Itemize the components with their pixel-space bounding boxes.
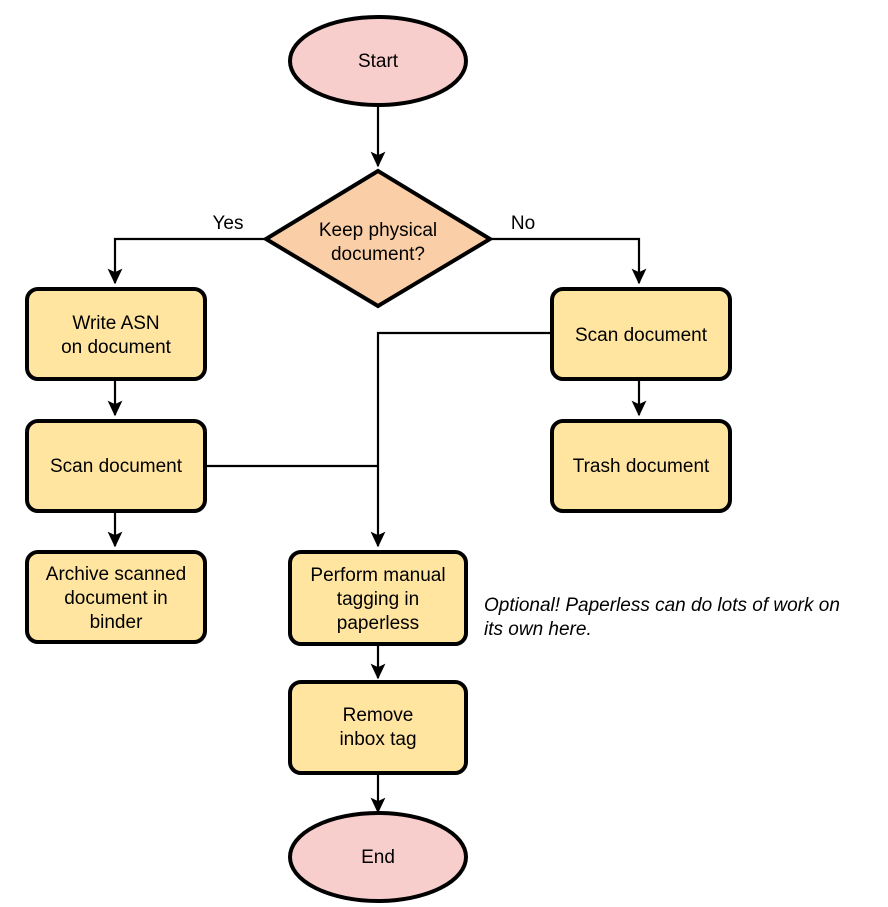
- trash-label: Trash document: [573, 456, 710, 477]
- scan-left-rect-shape: [25, 419, 207, 513]
- node-scan-document-right[interactable]: Scan document: [550, 287, 732, 381]
- archive-label-line3: binder: [90, 612, 143, 633]
- node-end[interactable]: End: [288, 811, 468, 903]
- connector-decision-yes-to-write-asn: [107, 237, 265, 285]
- end-label: End: [361, 847, 395, 868]
- decision-label-line1: Keep physical: [319, 220, 437, 241]
- decision-label-line2: document?: [331, 244, 425, 265]
- optional-note-line2: its own here.: [484, 619, 592, 640]
- scan-right-label: Scan document: [575, 325, 708, 346]
- node-remove-inbox-tag[interactable]: Remove inbox tag: [288, 680, 468, 775]
- write-asn-label-line1: Write ASN: [72, 313, 159, 334]
- tagging-rect-shape: [288, 550, 468, 646]
- node-write-asn-on-document[interactable]: Write ASN on document: [25, 287, 207, 381]
- archive-label-line2: document in: [64, 588, 168, 609]
- node-perform-manual-tagging[interactable]: Perform manual tagging in paperless: [288, 550, 468, 646]
- node-scan-document-left[interactable]: Scan document: [25, 419, 207, 513]
- node-start[interactable]: Start: [288, 15, 468, 107]
- node-decision-keep-physical-document[interactable]: Keep physical document?: [262, 168, 494, 309]
- decision-diamond-shape: [262, 168, 494, 309]
- remove-inbox-label-line2: inbox tag: [339, 729, 416, 750]
- remove-inbox-rect-shape: [288, 680, 468, 775]
- write-asn-label-line2: on document: [61, 337, 172, 358]
- optional-note-line1: Optional! Paperless can do lots of work …: [484, 595, 840, 616]
- annotation-optional-note: Optional! Paperless can do lots of work …: [484, 595, 840, 640]
- write-asn-rect-shape: [25, 287, 207, 381]
- archive-label-line1: Archive scanned: [46, 564, 186, 585]
- tagging-label-line3: paperless: [337, 613, 419, 634]
- edge-label-no: No: [511, 213, 535, 234]
- trash-rect-shape: [550, 419, 732, 513]
- start-ellipse-shape: [288, 15, 468, 107]
- scan-left-label: Scan document: [50, 456, 183, 477]
- connector-decision-no-to-scan-right: [490, 237, 647, 285]
- scan-right-rect-shape: [550, 287, 732, 381]
- connector-scan-right-to-tagging: [370, 331, 553, 548]
- node-trash-document[interactable]: Trash document: [550, 419, 732, 513]
- remove-inbox-label-line1: Remove: [343, 705, 414, 726]
- start-label: Start: [358, 51, 399, 72]
- end-ellipse-shape: [288, 811, 468, 903]
- edge-label-yes: Yes: [213, 213, 244, 234]
- archive-rect-shape: [25, 550, 207, 644]
- tagging-label-line2: tagging in: [337, 589, 419, 610]
- node-archive-scanned-document[interactable]: Archive scanned document in binder: [25, 550, 207, 644]
- tagging-label-line1: Perform manual: [310, 565, 445, 586]
